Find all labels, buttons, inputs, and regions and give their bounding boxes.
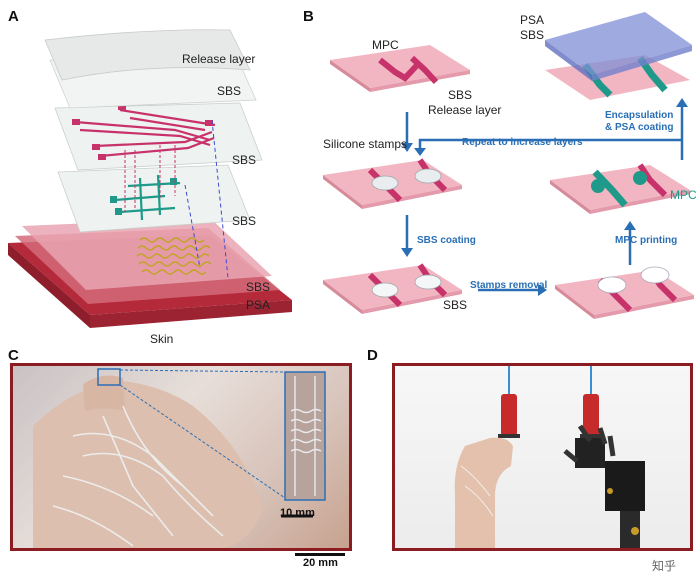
step5-slab (550, 163, 690, 214)
release-layer (44, 29, 251, 81)
step-sbs-coating-label: SBS coating (417, 235, 476, 246)
label-sbs-top: SBS (520, 28, 545, 42)
robotic-hand (563, 424, 645, 548)
panel-label-b: B (303, 8, 314, 25)
sbs-layer-2 (54, 102, 263, 171)
sbs-layer-3 (57, 164, 251, 233)
sbs-layer-4 (22, 218, 272, 290)
panel-c-photo (10, 363, 352, 551)
syringe-right (580, 366, 602, 438)
panel-label-d: D (367, 347, 378, 364)
label-sbs-4: SBS (246, 280, 271, 294)
label-sbs-2: SBS (232, 153, 257, 167)
wavy-traces (136, 237, 212, 275)
panel-label-a: A (8, 8, 19, 25)
label-mpc-green: MPC (670, 188, 697, 202)
step2-slab (323, 158, 462, 209)
label-silicone-stamps: Silicone stamps (323, 137, 408, 151)
step-encapsulation-label: Encapsulation (605, 110, 674, 121)
step3-slab (323, 263, 462, 314)
step4-slab (555, 266, 694, 319)
skin-circuit (52, 405, 224, 547)
step1-slab (330, 45, 470, 92)
label-release-layer: Release layer (182, 52, 256, 66)
label-sbs-1: SBS (217, 84, 242, 98)
watermark: 知乎 (652, 559, 677, 573)
panel-d-photo (392, 363, 693, 551)
step-stamps-removal-label: Stamps removal (470, 280, 548, 291)
hand-shape (33, 381, 263, 548)
scale-bar (295, 553, 345, 556)
label-release-layer-b: Release layer (428, 103, 502, 117)
step6-slab (545, 12, 692, 100)
label-sbs-step1: SBS (448, 88, 473, 102)
step-mpc-printing-label: MPC printing (615, 235, 678, 246)
label-sbs-step3: SBS (443, 298, 468, 312)
label-psa: PSA (246, 298, 271, 312)
magenta-circuit (74, 108, 216, 158)
psa-sbs-top-layer (545, 12, 692, 75)
zoom-box (97, 368, 121, 386)
label-sbs-3: SBS (232, 214, 257, 228)
human-hand (454, 437, 513, 548)
inset-zoom (284, 371, 326, 501)
label-skin: Skin (150, 332, 174, 346)
step-psa-coating-label: & PSA coating (605, 122, 674, 133)
syringe-left (498, 366, 520, 438)
label-mpc: MPC (372, 38, 399, 52)
step-repeat-label: Repeat to increase layers (462, 137, 583, 148)
scale-bar-label: 20 mm (303, 557, 338, 569)
panel-label-c: C (8, 347, 19, 364)
label-psa-top: PSA (520, 13, 545, 27)
inset-scale-label: 10 mm (280, 507, 315, 519)
